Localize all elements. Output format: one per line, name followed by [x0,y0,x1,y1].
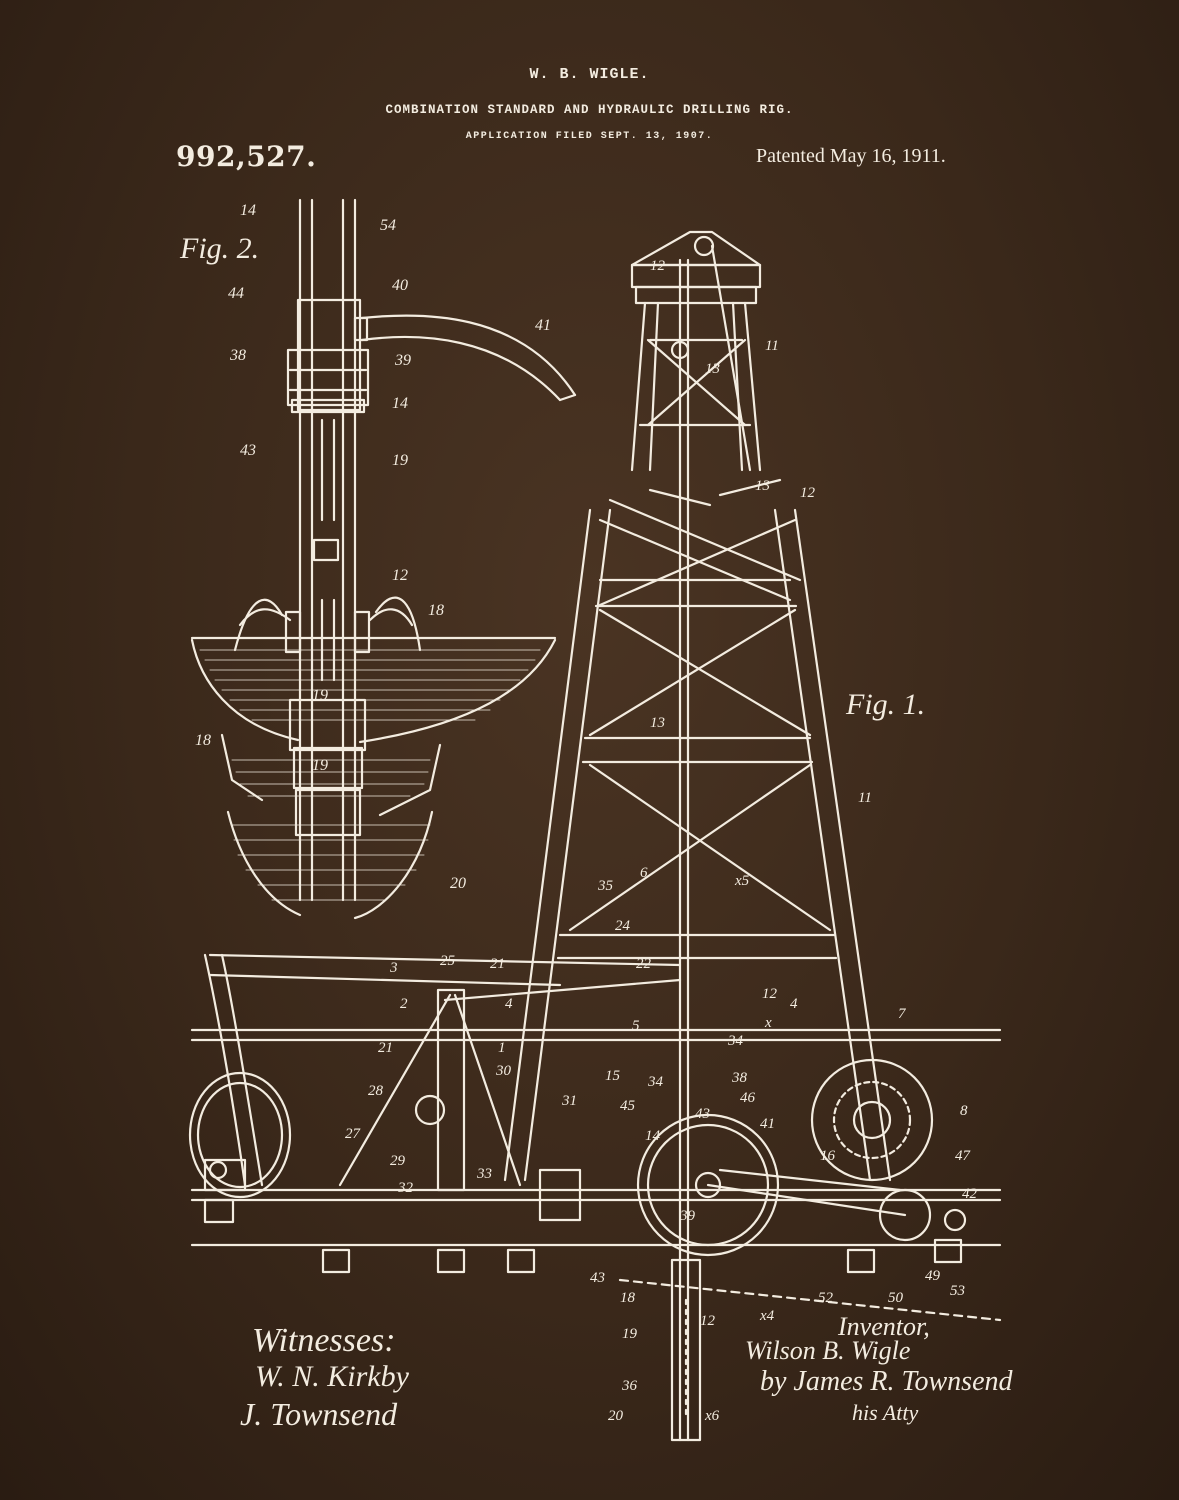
callout-label: 18 [620,1290,636,1306]
callout-label: 30 [495,1063,512,1079]
callout-label: 11 [858,790,872,806]
patent-number: 992,527. [176,140,317,173]
callout-label: 13 [705,361,720,377]
callout-label: 2 [400,996,408,1012]
callout-label: 24 [615,918,631,934]
callout-label: 4 [505,996,513,1012]
callout-label: 12 [650,258,666,274]
callout-label: 34 [647,1074,664,1090]
callout-label: 39 [394,352,411,369]
callout-label: 19 [312,687,328,704]
fig1-engine-wheels [188,1058,967,1257]
callout-label: 6 [640,865,648,881]
callout-label: 18 [195,732,211,749]
figure-1-label: Fig. 1. [846,688,926,721]
callout-label: x4 [759,1308,775,1324]
callout-label: x5 [734,873,750,889]
fig2-pipe-assembly [286,198,577,902]
callout-label: 4 [790,996,798,1012]
callout-label: 32 [397,1180,414,1196]
callout-label: 49 [925,1268,941,1284]
fig1-walking-beam [190,953,1002,1192]
callout-label: 14 [392,395,408,412]
fig2-soil-hatching [199,649,541,901]
callout-label: 8 [960,1103,968,1119]
callout-label: 13 [755,478,770,494]
callout-label: 15 [605,1068,621,1084]
callout-label: 7 [898,1006,907,1022]
callout-label: 39 [679,1208,696,1224]
fig1-ground-and-footings [190,1188,1002,1442]
witnesses-label: Witnesses: [252,1322,396,1359]
callout-label: 50 [888,1290,904,1306]
callout-label: 12 [700,1313,716,1329]
witness-signature-2: J. Townsend [240,1396,398,1432]
callout-label: 20 [608,1408,624,1424]
callout-label: x [764,1015,772,1031]
callout-label: 12 [762,986,778,1002]
application-filed-date: APPLICATION FILED SEPT. 13, 1907. [465,131,714,142]
callout-label: 19 [312,757,328,774]
callout-label: 34 [727,1033,744,1049]
callout-label: 20 [450,875,466,892]
callout-label: 36 [621,1378,638,1394]
witness-signature-1: W. N. Kirkby [255,1360,409,1393]
callout-label: 21 [490,956,505,972]
callout-label: 47 [955,1148,972,1164]
figure-2-label: Fig. 2. [180,232,260,265]
fig2-callouts: 14 54 44 40 41 38 39 14 43 19 12 18 19 1… [195,202,551,892]
inventor-signature: Wilson B. Wigle [745,1336,911,1365]
callout-label: 18 [428,602,444,619]
callout-label: 43 [240,442,256,459]
callout-label: 41 [760,1116,775,1132]
callout-label: 38 [731,1070,748,1086]
callout-label: 22 [636,956,652,972]
callout-label: 40 [392,277,408,294]
patent-title: COMBINATION STANDARD AND HYDRAULIC DRILL… [385,103,794,117]
callout-label: 1 [498,1040,506,1056]
fig1-derrick-crown [630,230,762,1442]
callout-label: 45 [620,1098,636,1114]
callout-label: 43 [590,1270,605,1286]
callout-label: 38 [229,347,246,364]
callout-label: 43 [695,1106,710,1122]
fig1-callouts: 12 13 11 13 12 13 11 6 35 x5 24 22 12 5 … [345,258,978,1424]
callout-label: 12 [392,567,408,584]
patent-header: W. B. WIGLE. COMBINATION STANDARD AND HY… [0,0,1179,200]
callout-label: 42 [962,1186,978,1202]
fig1-derrick-frame [503,478,892,1182]
patent-date: Patented May 16, 1911. [756,145,946,167]
callout-label: 11 [765,338,779,354]
callout-label: 12 [800,485,816,501]
callout-label: 3 [389,960,398,976]
inventor-label: Inventor, [838,1312,930,1341]
callout-label: 31 [561,1093,577,1109]
callout-label: 28 [368,1083,384,1099]
attorney-signature: by James R. Townsend [760,1366,1013,1397]
callout-label: x6 [704,1408,720,1424]
callout-label: 5 [632,1018,640,1034]
callout-label: 35 [597,878,614,894]
callout-label: 29 [390,1153,406,1169]
inventor-name: W. B. WIGLE. [529,66,650,83]
callout-label: 19 [392,452,408,469]
callout-label: 25 [440,953,456,969]
callout-label: 46 [740,1090,756,1106]
callout-label: 33 [476,1166,492,1182]
callout-label: 41 [535,317,551,334]
callout-label: 53 [950,1283,965,1299]
callout-label: 27 [345,1126,362,1142]
callout-label: 19 [622,1326,638,1342]
callout-label: 44 [228,285,244,302]
callout-label: 21 [378,1040,393,1056]
callout-label: 52 [818,1290,834,1306]
callout-label: 14 [645,1128,661,1144]
callout-label: 14 [240,202,256,219]
callout-label: 16 [820,1148,836,1164]
callout-label: 13 [650,715,665,731]
attorney-title: his Atty [852,1400,919,1425]
callout-label: 54 [380,217,396,234]
